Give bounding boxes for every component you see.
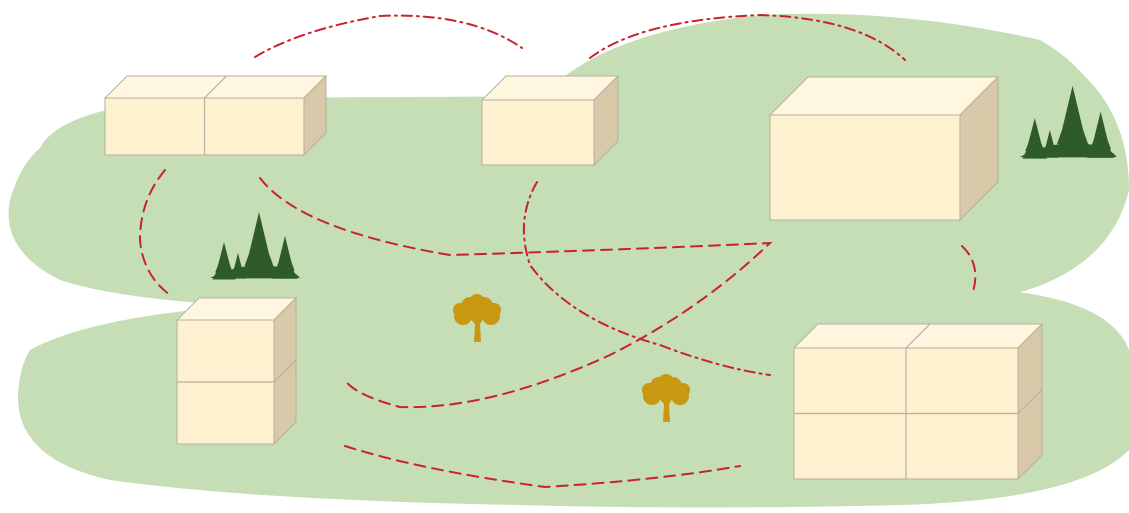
- path-right-short: [961, 245, 977, 296]
- building-b: [480, 74, 620, 167]
- building-e: [792, 322, 1044, 481]
- buildings: [103, 74, 1044, 481]
- path-top-left-arc: [254, 14, 523, 58]
- round-tree-icon: [642, 374, 690, 422]
- pine-cluster-mound: [1019, 143, 1117, 157]
- round-tree-canopy: [642, 383, 656, 397]
- round-tree-canopy: [676, 383, 690, 397]
- round-tree-canopy: [453, 303, 467, 317]
- pine-cluster-icon: [1019, 85, 1117, 159]
- building-divider: [273, 359, 297, 383]
- path-left-vertical: [138, 169, 171, 296]
- round-tree-icon: [453, 294, 501, 342]
- building-roof: [768, 76, 1000, 116]
- round-tree-canopy: [487, 303, 501, 317]
- pine-cluster-icon: [210, 212, 300, 280]
- building-c: [768, 75, 1000, 222]
- round-tree-canopy: [658, 374, 674, 390]
- path-center-loop: [259, 177, 773, 409]
- building-front-wall: [481, 99, 595, 166]
- building-divider: [1017, 389, 1043, 414]
- building-a: [103, 74, 328, 157]
- building-d: [175, 296, 298, 446]
- building-divider: [204, 75, 227, 99]
- round-tree-trunk: [657, 393, 675, 422]
- trees: [210, 85, 1117, 422]
- round-tree-trunk: [468, 313, 486, 342]
- path-bottom: [344, 445, 741, 489]
- paths: [138, 13, 977, 489]
- path-top-right-arc: [589, 13, 906, 61]
- path-center-vertical: [522, 181, 771, 376]
- pine-cluster-mound: [210, 265, 300, 278]
- building-front-wall: [769, 114, 961, 221]
- building-divider: [905, 323, 931, 349]
- round-tree-canopy: [469, 294, 485, 310]
